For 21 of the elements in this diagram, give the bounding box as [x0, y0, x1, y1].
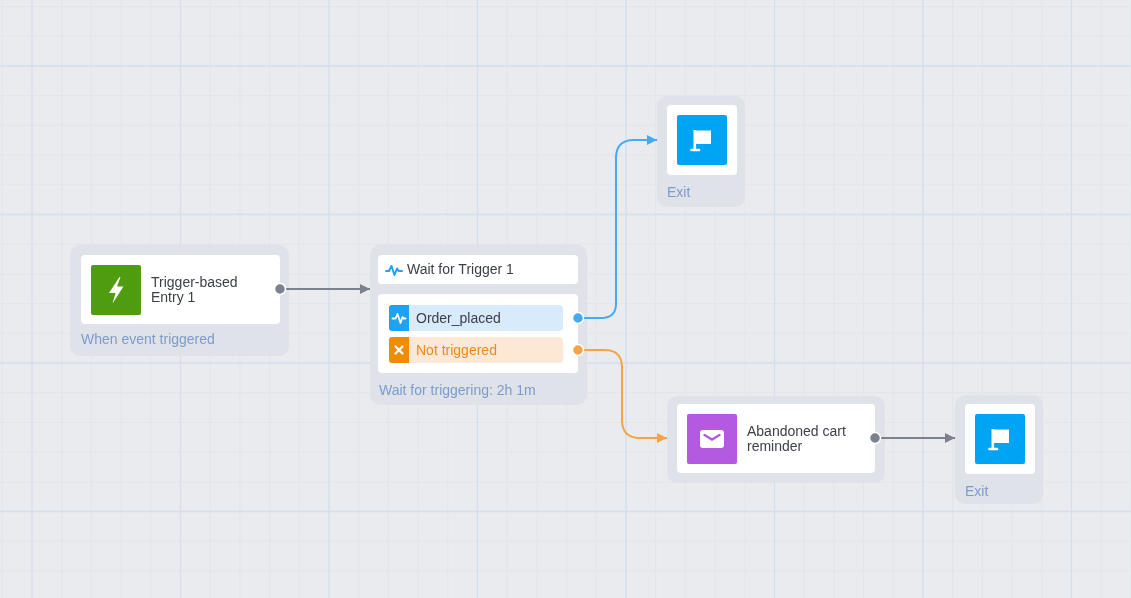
node-caption: Wait for triggering: 2h 1m [379, 382, 536, 398]
node-title: Abandoned cart reminder [747, 423, 847, 454]
branch-label: Order_placed [416, 310, 501, 326]
arrow [571, 343, 668, 443]
branch-label: Not triggered [416, 342, 497, 358]
branch-row [389, 337, 563, 363]
node-title: Trigger-based Entry 1 [151, 274, 239, 305]
node-panel [657, 96, 745, 207]
arrow [868, 431, 956, 445]
branch-list-card [378, 294, 578, 373]
arrow [273, 282, 371, 296]
node-caption: When event triggered [81, 331, 215, 347]
node-panel [955, 395, 1043, 504]
branch-row [389, 305, 563, 331]
node-caption: Exit [667, 184, 691, 200]
node-panel [370, 245, 587, 405]
node-title: Wait for Trigger 1 [407, 262, 514, 277]
node-panel [70, 245, 289, 356]
arrow [571, 135, 658, 325]
node-caption: Exit [965, 483, 989, 499]
node-panel [667, 396, 885, 483]
